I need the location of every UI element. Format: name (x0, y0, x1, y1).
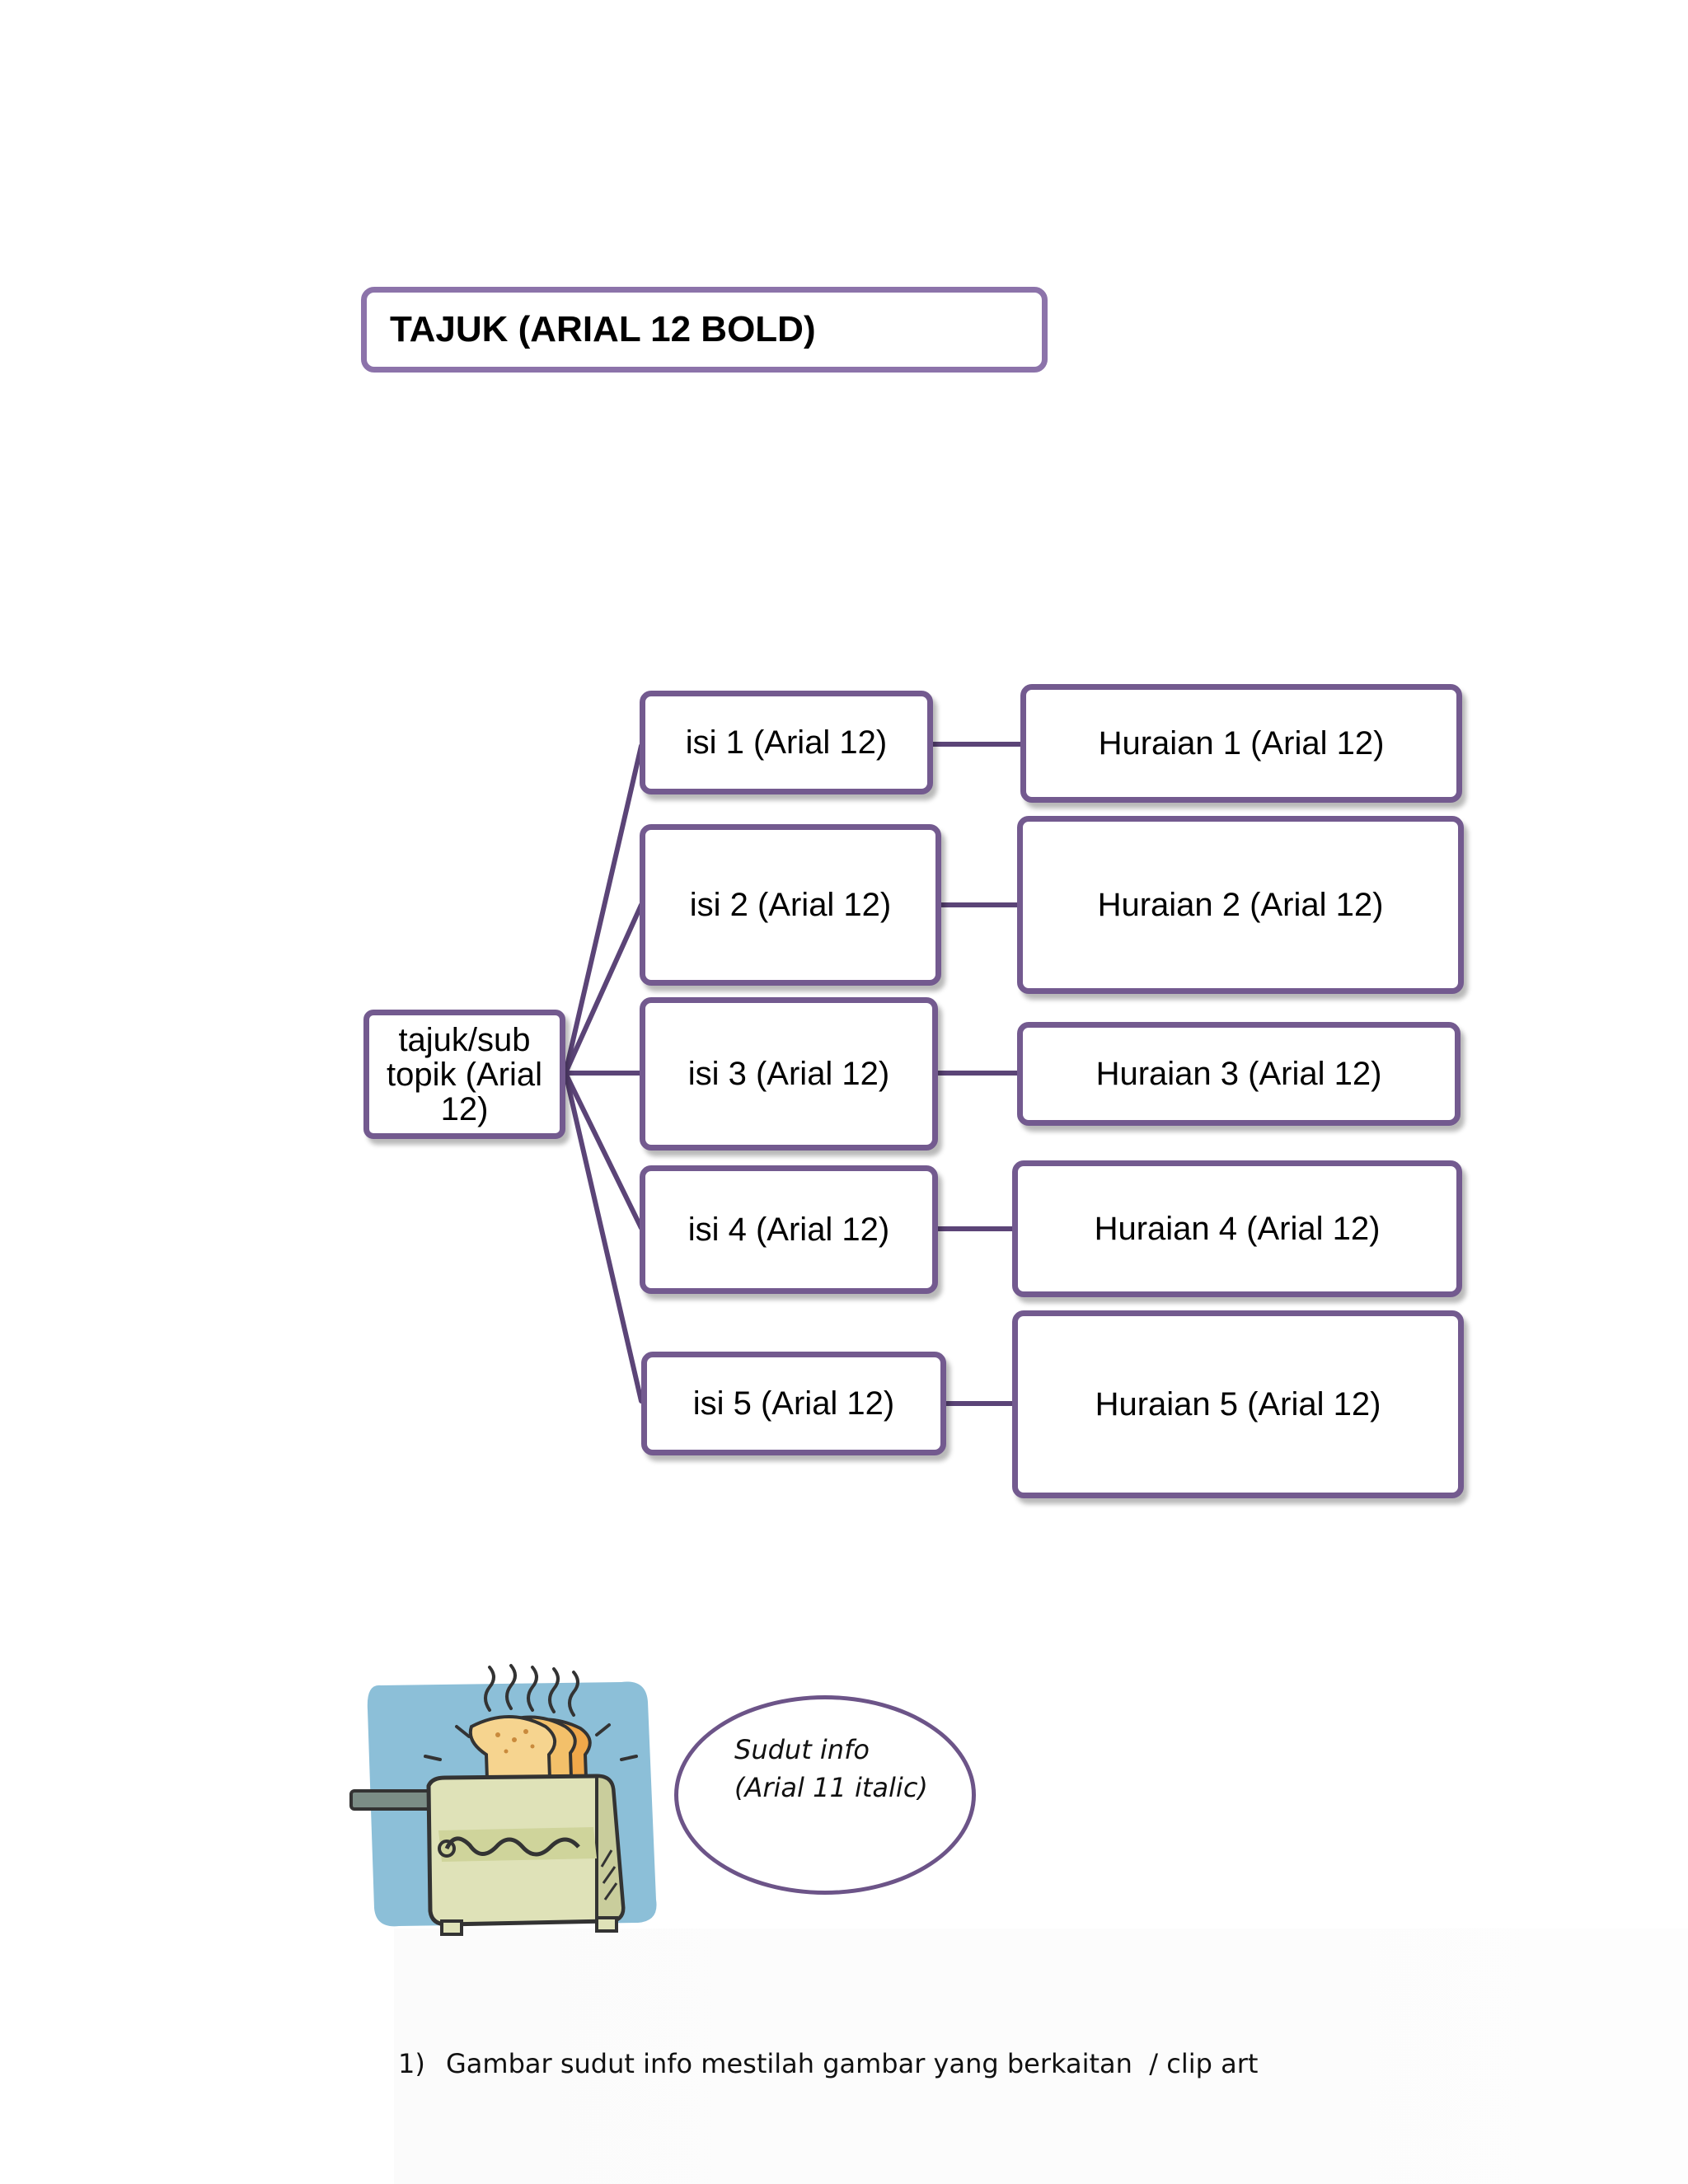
huraian-node-3: Huraian 3 (Arial 12) (1017, 1022, 1461, 1126)
root-node-line-2: topik (Arial (387, 1056, 542, 1093)
note-item-1: 1) Gambar sudut info mestilah gambar yang… (398, 2048, 1258, 2079)
connector-root-isi-2 (563, 902, 644, 1076)
note-number: 1) (398, 2048, 425, 2079)
title-box: TAJUK (ARIAL 12 BOLD) (361, 287, 1048, 373)
info-corner-line-2: (Arial 11 italic) (734, 1772, 928, 1803)
connector-root-isi-4 (563, 1071, 644, 1230)
huraian-label: Huraian 5 (Arial 12) (1095, 1386, 1381, 1422)
page-margin-shade (394, 1929, 1688, 2184)
root-node: tajuk/sub topik (Arial 12) (363, 1010, 565, 1139)
isi-label: isi 5 (Arial 12) (692, 1385, 895, 1422)
huraian-label: Huraian 2 (Arial 12) (1097, 887, 1384, 923)
huraian-label: Huraian 4 (Arial 12) (1094, 1211, 1381, 1247)
huraian-label: Huraian 1 (Arial 12) (1098, 725, 1385, 762)
info-corner-ellipse (674, 1695, 976, 1895)
isi-node-1: isi 1 (Arial 12) (640, 691, 933, 794)
note-text: Gambar sudut info mestilah gambar yang b… (446, 2048, 1259, 2079)
connector-root-isi-5 (563, 1071, 644, 1404)
connector-root-isi-1 (563, 743, 644, 1076)
isi-label: isi 4 (Arial 12) (687, 1212, 890, 1248)
isi-label: isi 3 (Arial 12) (687, 1056, 890, 1092)
isi-label: isi 1 (Arial 12) (685, 724, 888, 761)
info-corner-line-1: Sudut info (734, 1734, 870, 1765)
isi-label: isi 2 (Arial 12) (689, 887, 892, 923)
huraian-node-4: Huraian 4 (Arial 12) (1012, 1160, 1462, 1297)
huraian-node-5: Huraian 5 (Arial 12) (1012, 1310, 1464, 1498)
isi-node-4: isi 4 (Arial 12) (640, 1165, 938, 1294)
huraian-node-1: Huraian 1 (Arial 12) (1020, 684, 1462, 803)
huraian-label: Huraian 3 (Arial 12) (1095, 1056, 1382, 1092)
isi-node-2: isi 2 (Arial 12) (640, 824, 941, 986)
info-corner-text: Sudut info (Arial 11 italic) (734, 1731, 928, 1807)
isi-node-5: isi 5 (Arial 12) (641, 1352, 946, 1455)
root-node-line-3: 12) (440, 1090, 489, 1127)
page-title: TAJUK (ARIAL 12 BOLD) (390, 309, 816, 349)
root-node-line-1: tajuk/sub (398, 1021, 531, 1058)
huraian-node-2: Huraian 2 (Arial 12) (1017, 816, 1464, 994)
toaster-clipart (349, 1664, 657, 1936)
isi-node-3: isi 3 (Arial 12) (640, 997, 938, 1151)
